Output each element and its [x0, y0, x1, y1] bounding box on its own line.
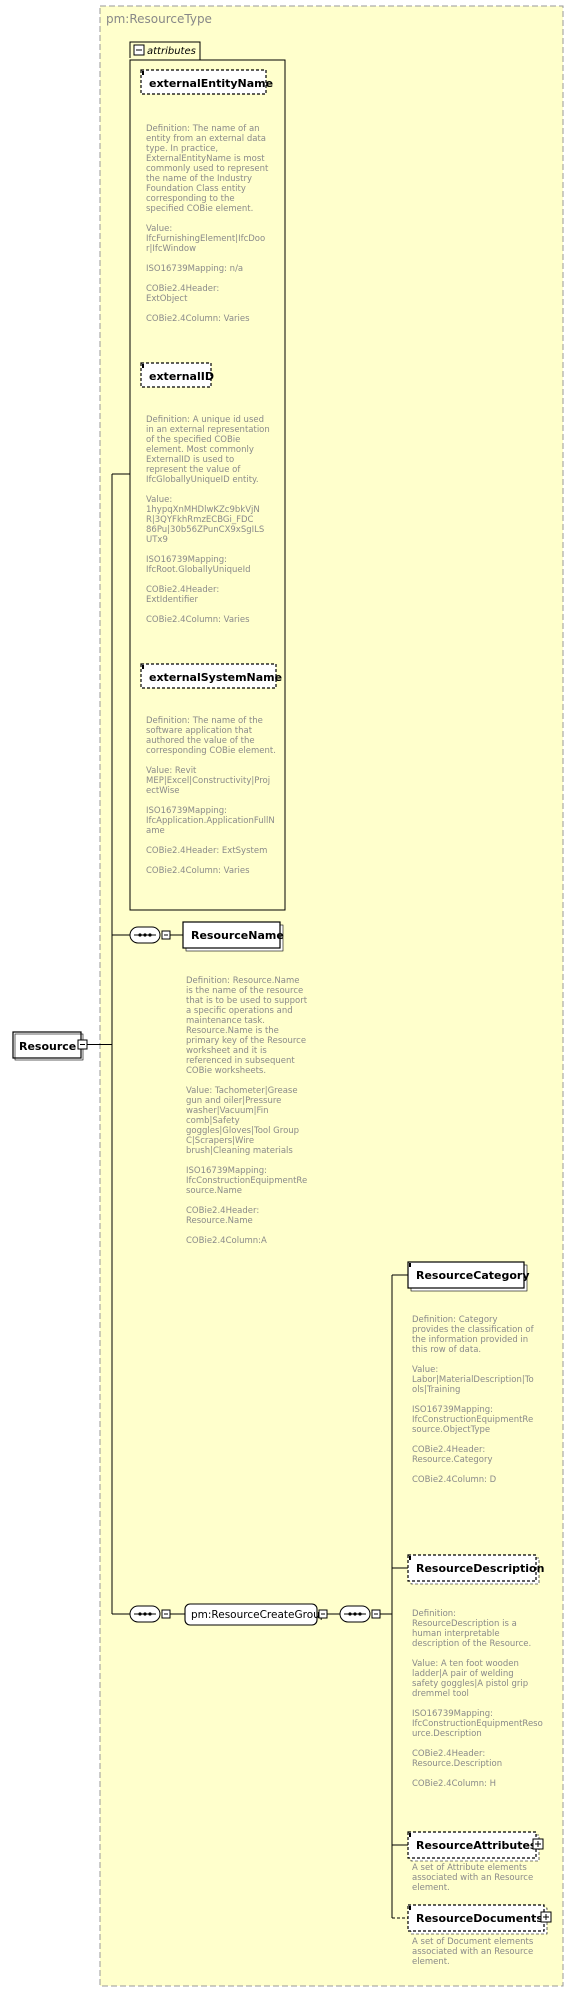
attribute-label: externalEntityName	[149, 77, 273, 90]
resource-name-doc: Definition: Resource.Name is the name of…	[186, 976, 308, 1246]
sequence-compositor-icon[interactable]	[339, 1605, 381, 1623]
root-connector	[87, 473, 130, 1615]
attribute-external-entity-name[interactable]: externalEntityName	[140, 69, 273, 95]
resource-description-element[interactable]: ResourceDescription	[407, 1554, 544, 1585]
group-children-connector	[380, 1274, 408, 1918]
attribute-external-id[interactable]: externalID	[140, 362, 214, 388]
sequence-compositor-icon[interactable]	[129, 926, 171, 944]
element-label: ResourceAttributes	[416, 1839, 537, 1852]
sequence-compositor-icon[interactable]	[129, 1605, 171, 1623]
resource-documents-element[interactable]: ResourceDocuments	[407, 1904, 548, 1935]
attributes-tab	[129, 41, 201, 60]
resource-documents-doc: A set of Document elements associated wi…	[412, 1937, 534, 1967]
resource-category-element[interactable]: ResourceCategory	[407, 1261, 530, 1292]
resource-attributes-doc: A set of Attribute elements associated w…	[412, 1863, 534, 1893]
root-collapse-toggle[interactable]	[77, 1039, 88, 1050]
element-label: ResourceDocuments	[416, 1912, 543, 1925]
resource-attributes-element[interactable]: ResourceAttributes	[407, 1831, 540, 1862]
attribute-doc-external-system-name: Definition: The name of the software app…	[146, 716, 276, 876]
resource-create-group[interactable]: pm:ResourceCreateGroup	[184, 1603, 327, 1626]
attributes-label: attributes	[147, 46, 196, 57]
group-label: pm:ResourceCreateGroup	[191, 1609, 327, 1621]
element-label: ResourceName	[191, 929, 284, 942]
attribute-external-system-name[interactable]: externalSystemName	[140, 663, 282, 689]
element-label: ResourceCategory	[416, 1269, 530, 1282]
group-collapse-toggle[interactable]	[318, 1609, 328, 1619]
resource-root-element[interactable]: Resource	[12, 1031, 84, 1061]
resource-name-element[interactable]: ResourceName	[182, 921, 284, 952]
resource-description-doc: Definition: ResourceDescription is a hum…	[412, 1609, 543, 1789]
attribute-doc-external-entity-name: Definition: The name of an entity from a…	[146, 124, 269, 324]
type-name-label: pm:ResourceType	[106, 12, 212, 26]
element-label: ResourceDescription	[416, 1562, 544, 1575]
attributes-box	[129, 59, 286, 911]
attribute-doc-external-id: Definition: A unique id used in an exter…	[146, 415, 270, 625]
attribute-label: externalSystemName	[149, 671, 282, 684]
resource-category-doc: Definition: Category provides the classi…	[412, 1315, 534, 1485]
resource-attributes-expand-icon[interactable]	[532, 1838, 544, 1850]
attribute-label: externalID	[149, 370, 214, 383]
resource-documents-expand-icon[interactable]	[540, 1911, 552, 1923]
root-element-label: Resource	[19, 1040, 76, 1053]
